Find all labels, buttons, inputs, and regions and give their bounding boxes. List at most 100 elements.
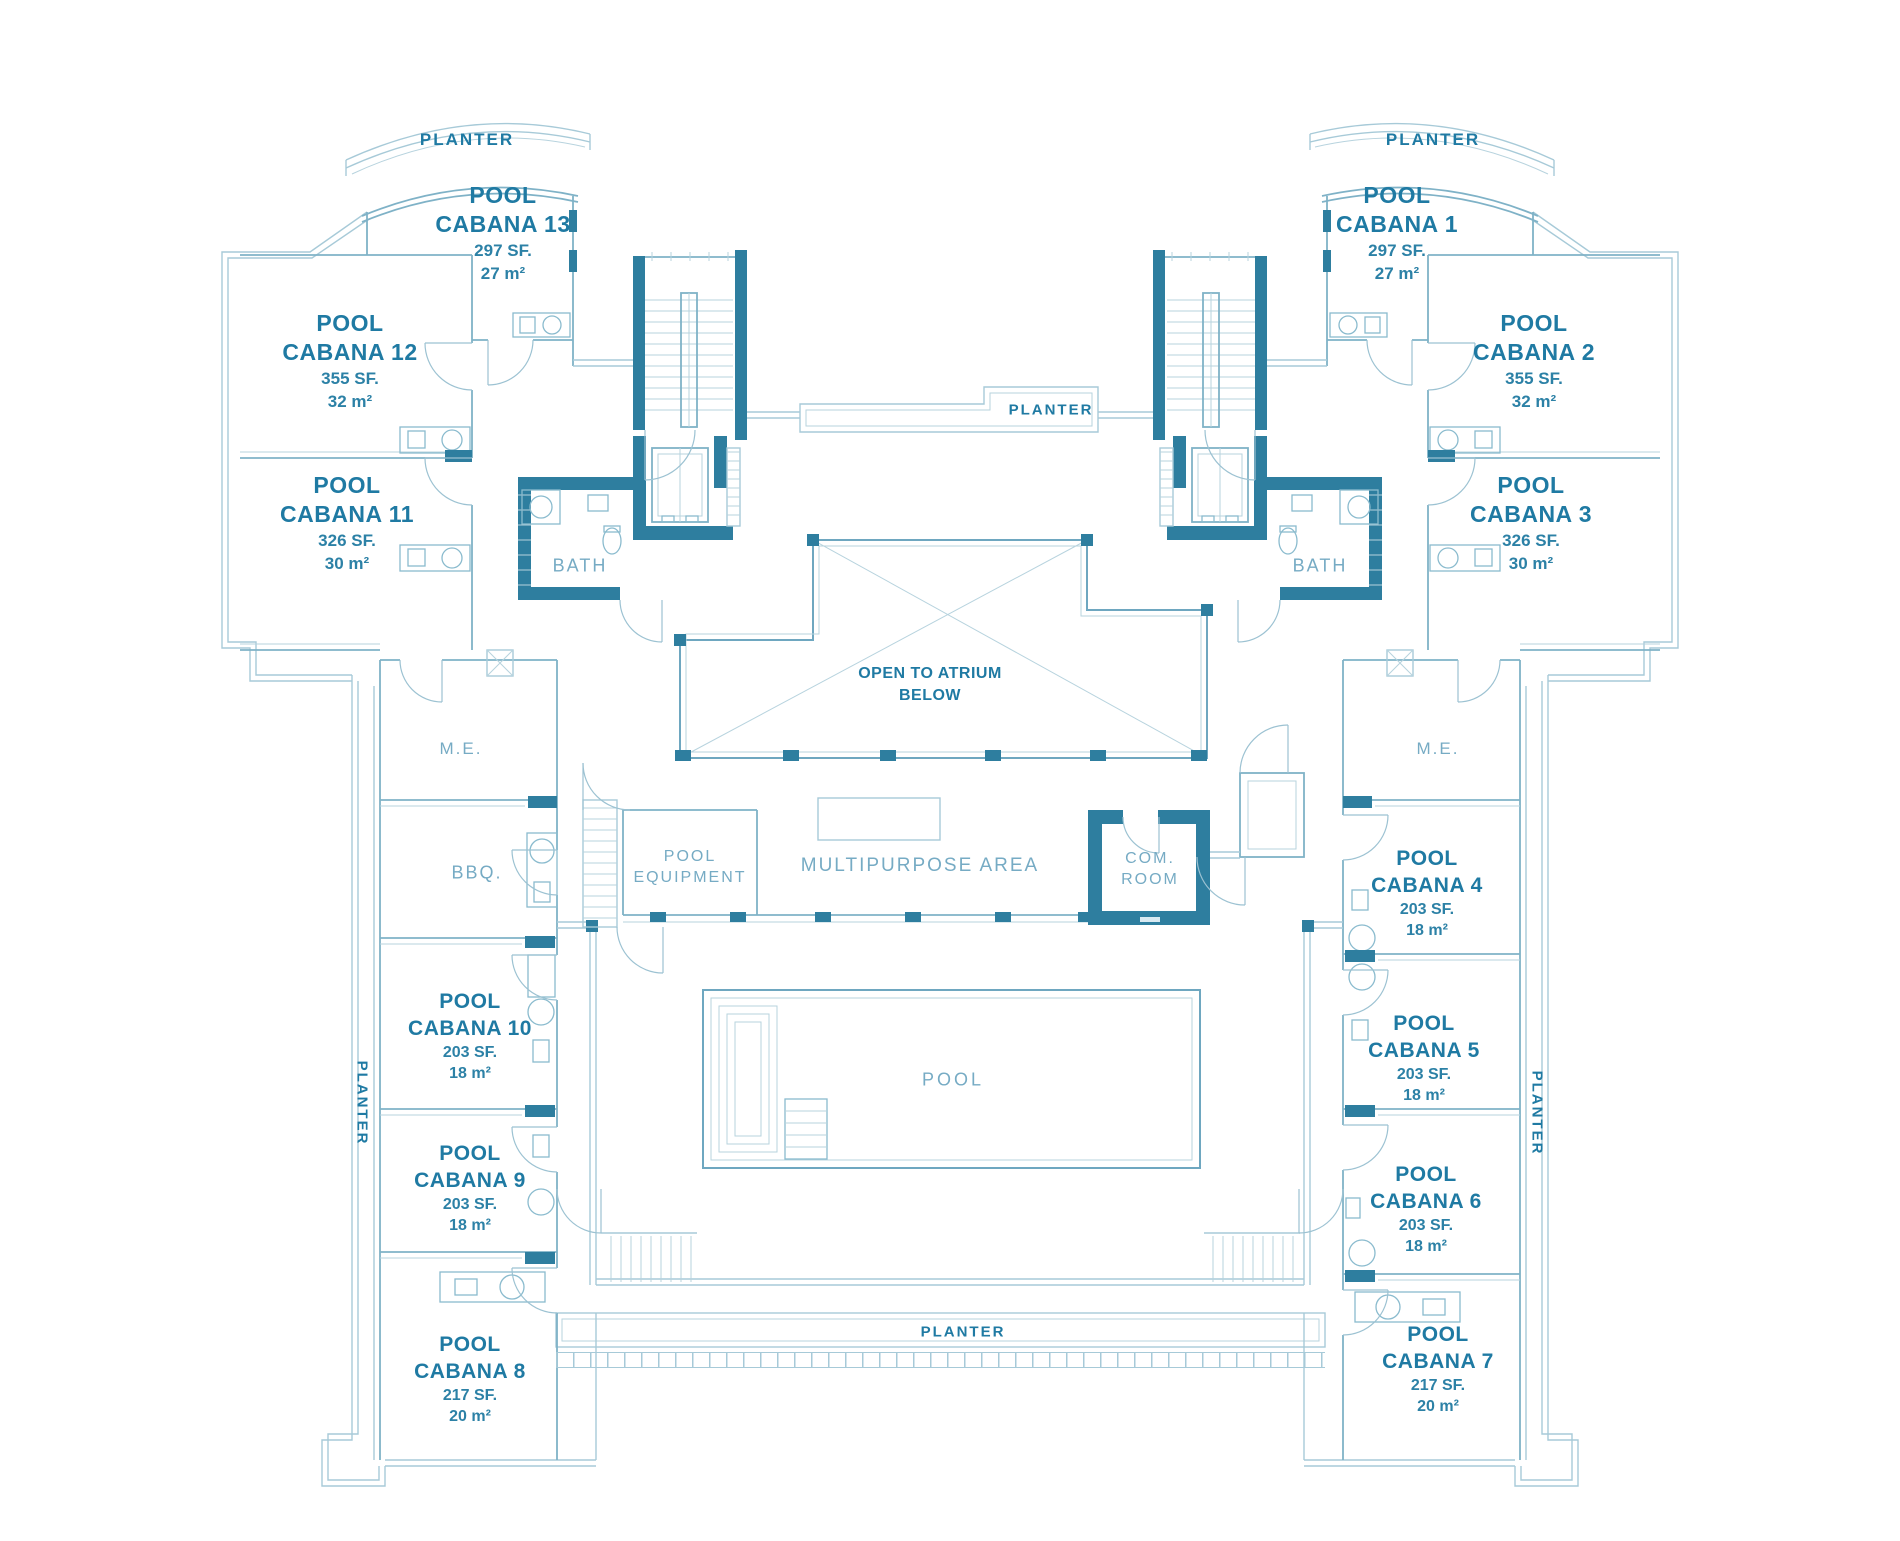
stairwell-left	[633, 250, 747, 440]
cabana-area-m: 18 m²	[449, 1217, 491, 1234]
label-pool: POOL	[921, 1069, 985, 1090]
elevator-right	[1159, 436, 1267, 540]
cabana-name: CABANA 9	[414, 1169, 526, 1192]
cabana-area-sf: 203 SF.	[1398, 1217, 1454, 1234]
cabana-name: CABANA 13	[435, 211, 571, 237]
planter-bands	[345, 122, 1555, 1348]
cabana-name: CABANA 5	[1368, 1039, 1480, 1062]
label-pool-cabana-2: POOL CABANA 2 355 SF. 32 m²	[1473, 309, 1595, 412]
cabana-name: CABANA 10	[408, 1017, 532, 1040]
deck-edge-hatching	[556, 1352, 1325, 1368]
label-me-right: M.E.	[1416, 739, 1460, 758]
planter-label-center: PLANTER	[1008, 401, 1094, 419]
label-bath-right: BATH	[1292, 555, 1348, 576]
cabana-area-m: 20 m²	[1417, 1398, 1459, 1415]
cabana-area-m: 18 m²	[1403, 1087, 1445, 1104]
label-pool-cabana-10: POOL CABANA 10 203 SF. 18 m²	[408, 988, 532, 1084]
cabana-area-m: 30 m²	[1508, 554, 1554, 573]
cabana-area-sf: 203 SF.	[442, 1196, 498, 1213]
rooms-right	[1267, 196, 1660, 1460]
cabana-name: POOL	[313, 472, 381, 498]
cabana-area-sf: 326 SF.	[1502, 531, 1560, 550]
cabana-area-sf: 297 SF.	[1368, 241, 1426, 260]
atrium-line: BELOW	[898, 687, 962, 704]
label-com-room: COM. ROOM	[1121, 848, 1179, 890]
label-pool-equipment: POOL EQUIPMENT	[633, 846, 746, 888]
cabana-name: POOL	[316, 310, 384, 336]
cabana-area-m: 18 m²	[1406, 922, 1448, 939]
cabana-area-m: 18 m²	[1405, 1238, 1447, 1255]
cabana-name: CABANA 7	[1382, 1350, 1494, 1373]
bath-left	[518, 477, 646, 600]
cabana-area-sf: 203 SF.	[1399, 901, 1455, 918]
bath-right	[1254, 477, 1382, 600]
planter-label-bottom: PLANTER	[920, 1323, 1006, 1341]
planter-label-right: PLANTER	[1528, 1070, 1546, 1156]
cabana-name: CABANA 3	[1470, 501, 1592, 527]
room-name-line: ROOM	[1121, 871, 1179, 888]
washer-fixtures	[399, 312, 1501, 572]
cabana-name: POOL	[1500, 310, 1568, 336]
atrium-void	[674, 534, 1213, 761]
cabana-name: POOL	[1395, 1163, 1457, 1186]
atrium-line: OPEN TO ATRIUM	[858, 665, 1002, 682]
label-pool-cabana-13: POOL CABANA 13 297 SF. 27 m²	[435, 181, 570, 284]
cabana-name: POOL	[1363, 182, 1431, 208]
cabana-name: CABANA 2	[1473, 339, 1595, 365]
cabana-name: POOL	[1396, 847, 1458, 870]
cabana-area-m: 27 m²	[1374, 264, 1420, 283]
cabana-name: POOL	[439, 1142, 501, 1165]
label-bbq: BBQ.	[451, 862, 503, 883]
cabana-area-sf: 203 SF.	[1396, 1066, 1452, 1083]
cabana-name: CABANA 11	[279, 501, 415, 527]
cabana-name: POOL	[1497, 472, 1565, 498]
cabana-area-m: 30 m²	[324, 554, 370, 573]
planter-label-top-right: PLANTER	[1385, 130, 1481, 149]
cabana-area-m: 20 m²	[449, 1408, 491, 1425]
cabana-name: POOL	[1407, 1323, 1469, 1346]
label-pool-cabana-12: POOL CABANA 12 355 SF. 32 m²	[282, 309, 417, 412]
cabana-name: POOL	[439, 1333, 501, 1356]
cabana-area-sf: 297 SF.	[474, 241, 532, 260]
cabana-name: CABANA 1	[1336, 211, 1458, 237]
label-pool-cabana-9: POOL CABANA 9 203 SF. 18 m²	[414, 1140, 526, 1236]
room-name-line: EQUIPMENT	[633, 869, 747, 886]
cabana-area-sf: 355 SF.	[321, 369, 379, 388]
pool	[702, 989, 1201, 1169]
cabana-name: CABANA 8	[414, 1360, 526, 1383]
label-pool-cabana-4: POOL CABANA 4 203 SF. 18 m²	[1371, 845, 1483, 941]
wall-posts	[445, 210, 1455, 1282]
label-pool-cabana-5: POOL CABANA 5 203 SF. 18 m²	[1368, 1010, 1480, 1106]
label-pool-cabana-8: POOL CABANA 8 217 SF. 20 m²	[414, 1331, 526, 1427]
multipurpose-table	[817, 797, 941, 841]
label-bath-left: BATH	[552, 555, 608, 576]
label-pool-cabana-1: POOL CABANA 1 297 SF. 27 m²	[1336, 181, 1458, 284]
cabana-area-sf: 217 SF.	[442, 1387, 498, 1404]
label-multipurpose-area: MULTIPURPOSE AREA	[800, 855, 1040, 876]
service-shaft-right	[1210, 772, 1305, 859]
label-me-left: M.E.	[439, 739, 483, 758]
cabana-area-m: 18 m²	[449, 1065, 491, 1082]
door-swings	[399, 339, 1501, 1336]
stairwell-right	[1153, 250, 1267, 440]
cabana-area-sf: 217 SF.	[1410, 1377, 1466, 1394]
cabana-name: POOL	[469, 182, 537, 208]
label-pool-cabana-3: POOL CABANA 3 326 SF. 30 m²	[1470, 471, 1592, 574]
com-room	[1088, 810, 1210, 925]
cabana-name: CABANA 12	[282, 339, 418, 365]
room-name-line: POOL	[663, 848, 717, 865]
cabana-area-m: 32 m²	[327, 392, 373, 411]
cabana-area-sf: 355 SF.	[1505, 369, 1563, 388]
label-pool-cabana-11: POOL CABANA 11 326 SF. 30 m²	[280, 471, 414, 574]
label-pool-cabana-6: POOL CABANA 6 203 SF. 18 m²	[1370, 1161, 1482, 1257]
outer-boundary	[221, 211, 1679, 1487]
cabana-name: CABANA 6	[1370, 1190, 1482, 1213]
cabana-area-m: 32 m²	[1511, 392, 1557, 411]
cabana-area-sf: 326 SF.	[318, 531, 376, 550]
cabana-area-m: 27 m²	[480, 264, 526, 283]
planter-label-left: PLANTER	[353, 1060, 371, 1146]
label-open-to-atrium: OPEN TO ATRIUM BELOW	[858, 663, 1002, 707]
cabana-name: POOL	[1393, 1012, 1455, 1035]
cabana-name: POOL	[439, 990, 501, 1013]
